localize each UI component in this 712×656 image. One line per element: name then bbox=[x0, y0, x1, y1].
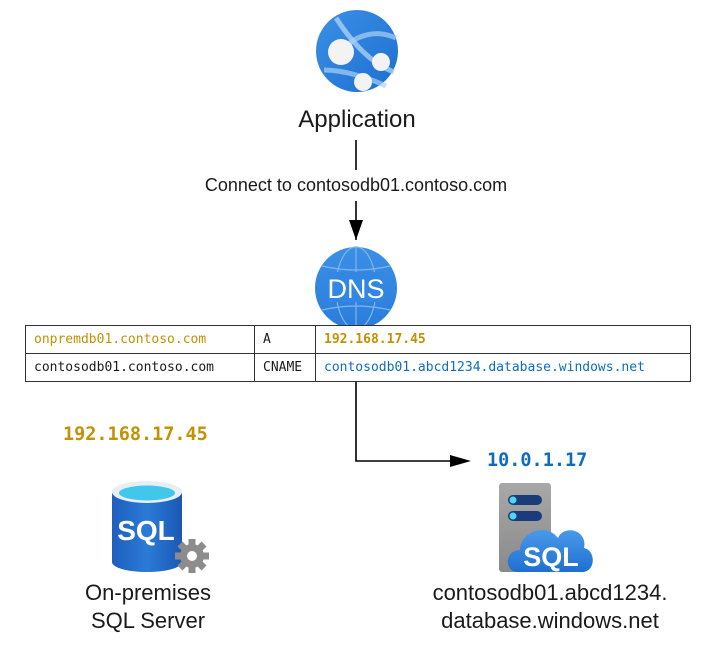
onprem-sql-icon-text: SQL bbox=[117, 515, 175, 546]
record-name: contosodb01.contoso.com bbox=[25, 353, 255, 382]
table-row: onpremdb01.contoso.com A 192.168.17.45 bbox=[25, 325, 691, 354]
connection-label: Connect to contosodb01.contoso.com bbox=[204, 175, 508, 195]
azure-ip: 10.0.1.17 bbox=[487, 450, 588, 471]
sql-server-database-gear-icon: SQL bbox=[112, 481, 209, 573]
dns-icon-text: DNS bbox=[327, 274, 384, 304]
azure-sql-server-cloud-icon: SQL bbox=[499, 483, 593, 572]
record-type: A bbox=[254, 325, 316, 354]
record-value: 192.168.17.45 bbox=[315, 325, 691, 354]
arrowhead-to-azure bbox=[450, 455, 471, 467]
azure-sql-icon-text: SQL bbox=[523, 542, 579, 572]
connector-cname-to-azure bbox=[355, 382, 452, 462]
onprem-label-line1: On-premises bbox=[85, 580, 211, 605]
onprem-label-line2: SQL Server bbox=[90, 608, 206, 633]
gear-icon bbox=[175, 539, 209, 573]
record-type: CNAME bbox=[254, 353, 316, 382]
dns-globe-icon: DNS bbox=[315, 246, 397, 330]
record-name: onpremdb01.contoso.com bbox=[25, 325, 255, 354]
onprem-ip: 192.168.17.45 bbox=[63, 424, 208, 445]
application-label: Application bbox=[298, 106, 416, 133]
azure-label-line2: database.windows.net bbox=[441, 608, 659, 633]
app-service-globe-icon bbox=[316, 10, 398, 92]
table-row: contosodb01.contoso.com CNAME contosodb0… bbox=[25, 353, 691, 382]
dns-records-table: onpremdb01.contoso.com A 192.168.17.45 c… bbox=[25, 325, 691, 382]
azure-label-line1: contosodb01.abcd1234. bbox=[432, 580, 668, 605]
record-value: contosodb01.abcd1234.database.windows.ne… bbox=[315, 353, 691, 382]
